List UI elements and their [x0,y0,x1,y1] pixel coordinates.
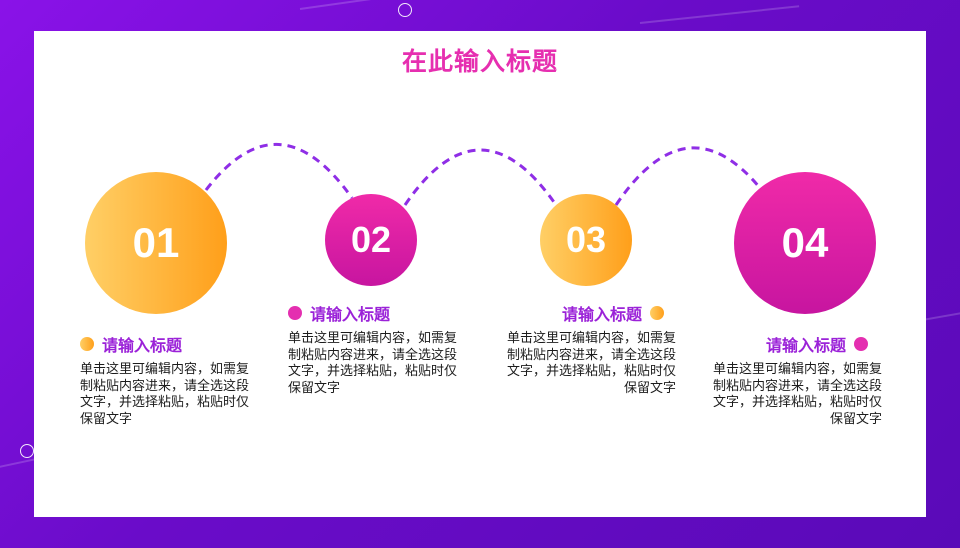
step-4-number: 04 [781,219,829,266]
step-4-heading: 请输入标题 [766,332,869,356]
connector-arc-1 [204,142,354,199]
step-2-number: 02 [350,219,392,260]
bullet-dot-icon [854,337,869,351]
bullet-dot-icon [650,306,665,320]
decorative-ring [20,444,34,458]
step-4-heading-text: 请输入标题 [766,336,847,355]
step-1-heading: 请输入标题 [80,332,182,356]
step-1-body: 单击这里可编辑内容，如需复制粘贴内容进来，请全选这段文字，并选择粘贴，粘贴时仅保… [80,362,250,427]
step-2-body: 单击这里可编辑内容，如需复制粘贴内容进来，请全选这段文字，并选择粘贴，粘贴时仅保… [288,331,458,396]
connector-arc-2 [403,148,558,206]
bullet-dot-icon [288,306,302,320]
step-3-body: 单击这里可编辑内容，如需复制粘贴内容进来，请全选这段文字，并选择粘贴，粘贴时仅保… [506,331,676,396]
step-1-circle: 01 [85,172,227,314]
decorative-ring [398,3,412,17]
step-4-circle: 04 [734,172,876,314]
page-title: 在此输入标题 [401,47,558,76]
step-2-heading-text: 请输入标题 [310,305,391,324]
step-2-circle: 02 [325,194,417,286]
step-3-heading-text: 请输入标题 [562,305,643,324]
bullet-dot-icon [80,337,94,351]
step-1-number: 01 [132,219,180,266]
step-4-body: 单击这里可编辑内容，如需复制粘贴内容进来，请全选这段文字，并选择粘贴，粘贴时仅保… [712,362,882,427]
step-2-heading: 请输入标题 [288,301,390,325]
step-3-number: 03 [565,219,607,260]
step-3-heading: 请输入标题 [562,301,665,325]
step-1-heading-text: 请输入标题 [102,336,183,355]
connector-arc-3 [614,146,762,206]
step-3-circle: 03 [540,194,632,286]
